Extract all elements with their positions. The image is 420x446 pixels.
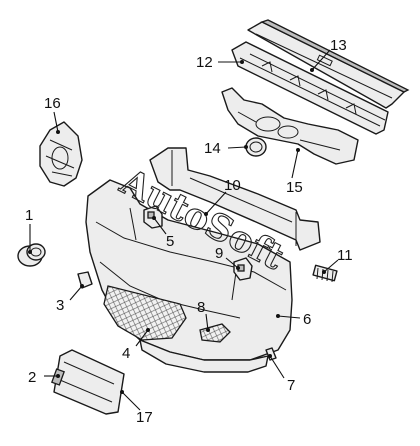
part-1-fog-lamp: [17, 243, 46, 267]
part-10-upper-bracket: [149, 147, 321, 251]
part-9-bracket: [233, 257, 253, 281]
leader-lines: [29, 49, 339, 411]
callout-8: 8: [197, 299, 205, 316]
part-15-bracket: [221, 87, 359, 165]
part-16-fog-lamp-bracket: [39, 121, 83, 187]
callout-14: 14: [204, 140, 221, 157]
callout-15: 15: [286, 179, 303, 196]
callout-10: 10: [224, 177, 241, 194]
callout-7: 7: [287, 377, 295, 394]
callout-11: 11: [337, 247, 353, 264]
callout-16: 16: [44, 95, 61, 112]
callout-5: 5: [166, 233, 174, 250]
callout-17: 17: [136, 409, 153, 426]
part-4-lower-grille: [103, 285, 187, 341]
part-12-energy-absorber: [231, 41, 389, 135]
part-17-license-plate-bracket: [53, 349, 125, 415]
callout-3: 3: [56, 297, 64, 314]
callout-2: 2: [28, 369, 36, 386]
callout-1: 1: [25, 207, 33, 224]
part-3-cover: [77, 271, 93, 289]
callout-4: 4: [122, 345, 130, 362]
callout-6: 6: [303, 311, 311, 328]
callout-13: 13: [330, 37, 347, 54]
leader-dots: [28, 60, 326, 394]
callout-12: 12: [196, 54, 213, 71]
part-14-emblem: [245, 137, 267, 157]
part-13-reinforcement-beam: [247, 19, 410, 109]
callout-9: 9: [215, 245, 223, 262]
